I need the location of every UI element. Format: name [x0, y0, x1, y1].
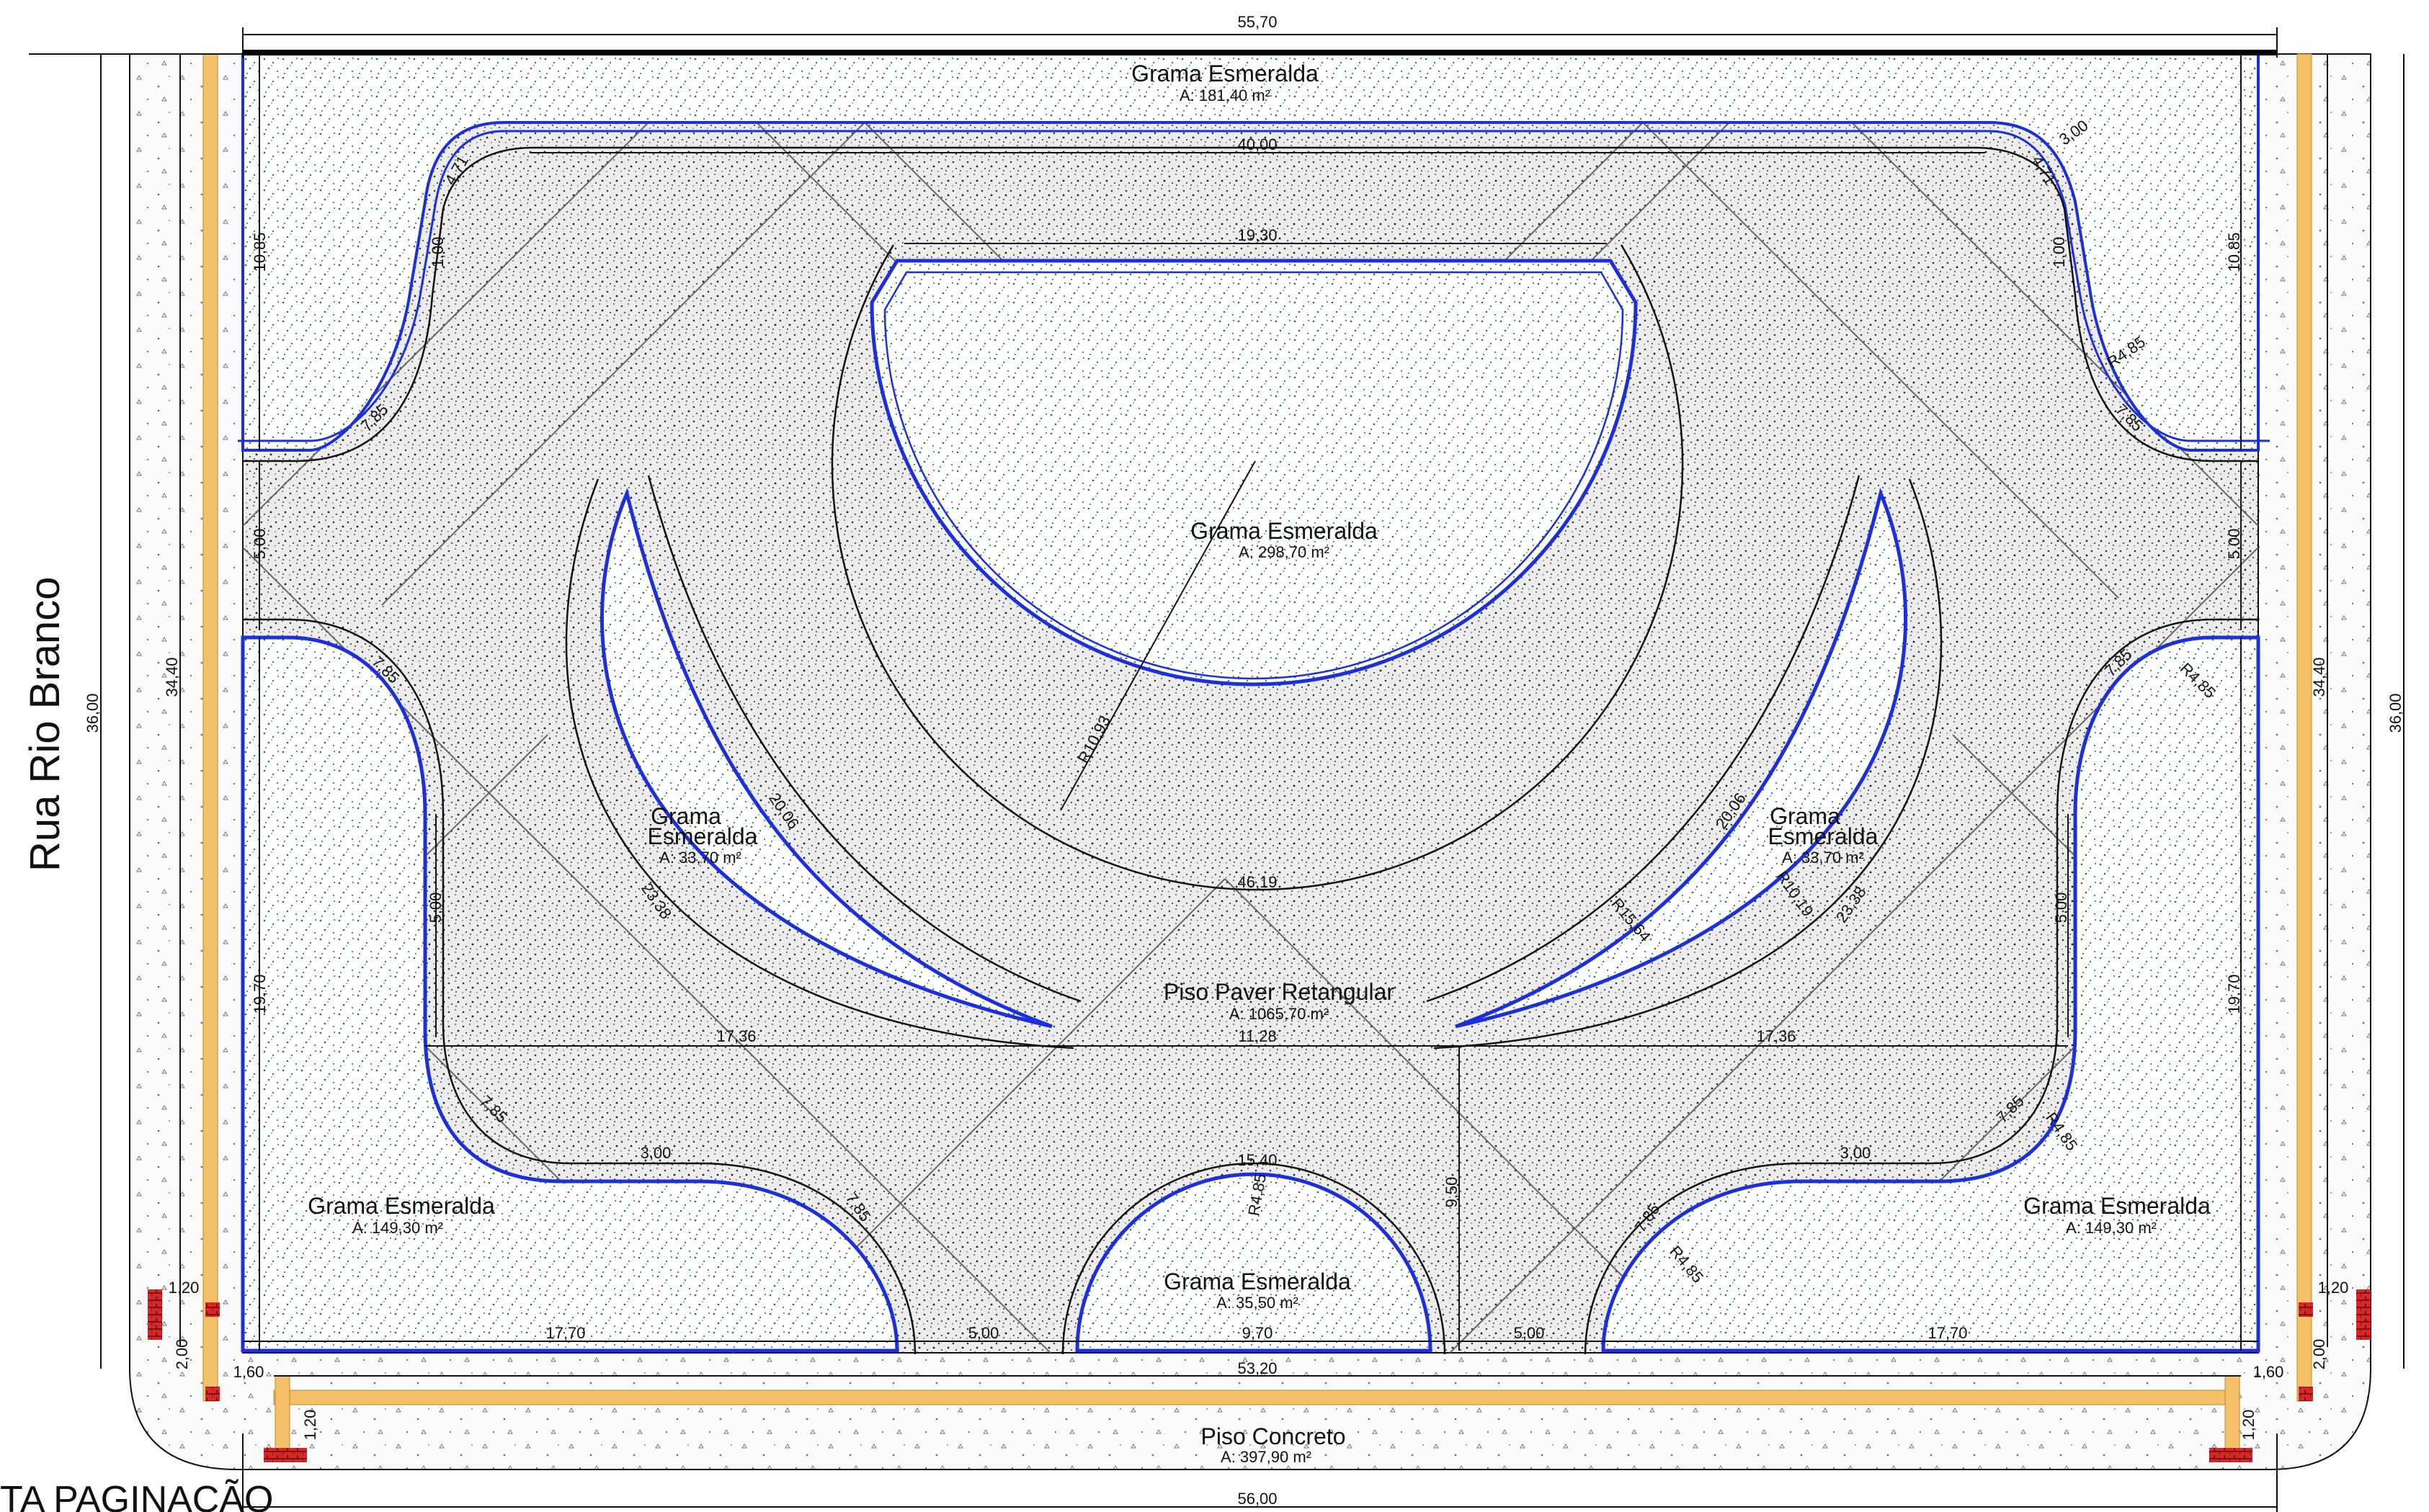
dim-corner-r1-left: 1,00: [429, 237, 447, 268]
area-labels: Grama Esmeralda A: 181,40 m² Grama Esmer…: [308, 61, 2211, 1466]
paver-name: Piso Paver Retangular: [1164, 979, 1395, 1005]
crescent-right-outline: [1426, 475, 1943, 1050]
crescent-left-name2: Esmeralda: [648, 823, 758, 849]
dim-left-inner: 34,40: [163, 657, 181, 697]
grass-center-area: A: 298,70 m²: [1239, 543, 1329, 561]
grass-top: [241, 53, 2260, 452]
dim-h-300-right: 3,00: [1840, 1144, 1871, 1162]
crescent-right-area: A: 33,70 m²: [1782, 849, 1864, 867]
center-bowl-outline: [831, 244, 1684, 891]
dim-v-950: 9,50: [1443, 1177, 1461, 1208]
grass-bottom-left: [241, 635, 899, 1353]
dim-b-1770-left: 17,70: [545, 1324, 585, 1342]
dim-h-1736-left: 17,36: [716, 1027, 756, 1045]
dimension-lines: [29, 27, 2405, 1512]
grass-crescent-right: [1455, 488, 1907, 1029]
dim-s-160-left: 1,60: [233, 1363, 264, 1381]
paver-area: A: 1065,70 m²: [1229, 1005, 1329, 1023]
grass-center-name: Grama Esmeralda: [1190, 518, 1378, 544]
grass-top-name: Grama Esmeralda: [1131, 61, 1319, 86]
dim-h-1128: 11,28: [1238, 1027, 1276, 1045]
dim-b-5600: 56,00: [1237, 1490, 1277, 1508]
dim-h-1736-right: 17,36: [1756, 1027, 1796, 1045]
grass-center: [870, 259, 1638, 686]
street-label: Rua Rio Branco: [22, 577, 68, 872]
dim-b-970: 9,70: [1242, 1324, 1273, 1342]
grass-bottom-center-area: A: 35,50 m²: [1216, 1294, 1298, 1312]
crescent-left-outline: [565, 475, 1082, 1050]
dim-left-total: 36,00: [84, 693, 102, 733]
bottom-center-outline: [1061, 1162, 1446, 1355]
brick-markers: [148, 1289, 2371, 1462]
dim-center-top: 19,30: [1237, 226, 1277, 244]
grass-bottom-left-name: Grama Esmeralda: [308, 1193, 495, 1219]
grass-bottom-right: [1601, 635, 2260, 1353]
dim-b-5320: 53,20: [1237, 1359, 1277, 1377]
dim-corner-r1-right: 1,00: [2050, 237, 2068, 268]
drawing-title: TA PAGINAÇÃO: [0, 1479, 274, 1512]
dim-left-mid: 5,00: [251, 529, 269, 560]
grass-bottom-center-name: Grama Esmeralda: [1164, 1269, 1351, 1294]
dim-right-inner: 34,40: [2310, 657, 2328, 697]
dim-right-inner-mid: 5,00: [2052, 893, 2070, 923]
dim-s-120-bottom-right: 1,20: [2239, 1410, 2258, 1441]
dim-s-120-right: 1,20: [2318, 1279, 2349, 1297]
dim-s-160-right: 1,60: [2253, 1363, 2284, 1381]
dim-h-300-left: 3,00: [641, 1144, 672, 1162]
dim-b-500-left: 5,00: [968, 1324, 999, 1342]
dim-left-lower: 19,70: [251, 974, 269, 1014]
center-bowl-inner-border: [883, 271, 1624, 680]
crescent-right-name2: Esmeralda: [1768, 823, 1878, 849]
grass-bottom-right-name: Grama Esmeralda: [2023, 1193, 2211, 1219]
concrete-name: Piso Concreto: [1201, 1423, 1346, 1449]
crescent-left-area: A: 33,70 m²: [659, 849, 741, 867]
grass-bottom-right-area: A: 149,30 m²: [2066, 1219, 2157, 1237]
dim-arc-center: 46,19: [1237, 873, 1277, 891]
grass-bottom-center: [1075, 1172, 1432, 1353]
dim-arc-1540: 15,40: [1237, 1151, 1277, 1169]
dim-b-500-right: 5,00: [1514, 1324, 1545, 1342]
grass-top-edge-inner: [504, 130, 2270, 442]
grass-top-edge-inner-left: [238, 130, 505, 442]
dim-s-120-left: 1,20: [169, 1279, 200, 1297]
bottom-left-outline: [243, 618, 917, 1355]
dim-left-inner-mid: 5,00: [427, 893, 445, 923]
dim-s-120-bottom-left: 1,20: [301, 1410, 319, 1441]
grass-top-area: A: 181,40 m²: [1180, 86, 1270, 104]
dim-left-upper: 10,85: [251, 232, 269, 272]
crescent-left-name1: Grama: [651, 803, 721, 829]
dim-top-total: 55,70: [1237, 13, 1277, 31]
dim-s-200-right: 2,00: [2310, 1339, 2328, 1370]
bottom-right-outline: [1584, 618, 2258, 1355]
grass-bottom-left-area: A: 149,30 m²: [352, 1219, 443, 1237]
dim-right-lower: 19,70: [2225, 974, 2243, 1014]
dim-right-mid: 5,00: [2225, 529, 2243, 560]
concrete-area: A: 397,90 m²: [1221, 1448, 1311, 1466]
upper-left-curb-outline: [243, 146, 2258, 462]
crescent-right-name1: Grama: [1770, 803, 1840, 829]
dim-s-200-left: 2,00: [173, 1339, 191, 1370]
grass-crescent-left: [600, 488, 1053, 1029]
dim-right-upper: 10,85: [2225, 232, 2243, 272]
dim-inner-top: 40,00: [1237, 135, 1277, 153]
dim-b-1770-right: 17,70: [1927, 1324, 1967, 1342]
dim-right-total: 36,00: [2386, 693, 2405, 733]
